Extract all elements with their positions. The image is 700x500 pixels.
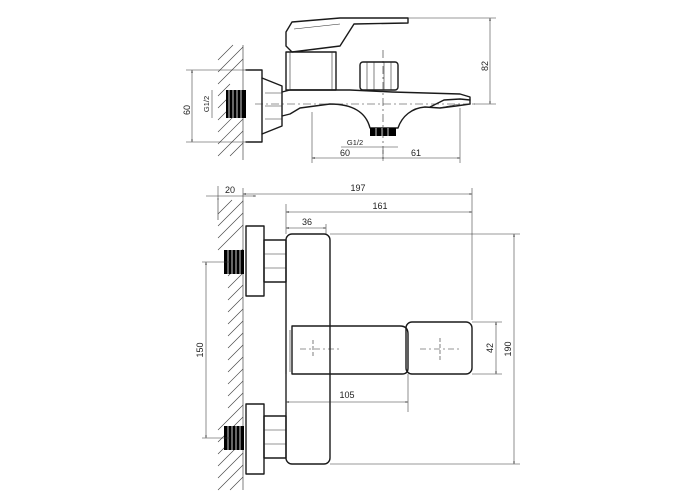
- dim-42-label: 42: [485, 343, 495, 353]
- dim-width-197: 197: [242, 183, 473, 320]
- dim-197-label: 197: [350, 183, 365, 193]
- dim-height-42: 42: [472, 321, 502, 375]
- dim-thread-left: G1/2: [202, 90, 213, 118]
- dim-190-label: 190: [503, 341, 513, 356]
- inlet-bottom-front: [224, 403, 287, 475]
- dim-150-label: 150: [195, 342, 205, 357]
- dim-161-label: 161: [372, 201, 387, 211]
- inlet-thread-side: [226, 90, 246, 118]
- handle-front: [405, 321, 473, 375]
- dim-widths-60-61: 60 61 G1/2: [311, 108, 461, 163]
- dim-60-vertical-label: 60: [182, 105, 192, 115]
- dim-width-105: 105: [285, 374, 409, 412]
- wall-hatch-top: [217, 44, 244, 160]
- dim-width-20: 20: [206, 185, 256, 200]
- dim-105-label: 105: [339, 390, 354, 400]
- spout-front: [291, 325, 409, 375]
- thread-left-label: G1/2: [202, 96, 211, 112]
- dim-height-190: 190: [330, 233, 520, 465]
- thread-bottom-label: G1/2: [347, 138, 363, 147]
- dim-width-36: 36: [286, 217, 327, 234]
- side-view: 60 G1/2 82 60 61 G1/2: [182, 17, 496, 163]
- dim-36-label: 36: [302, 217, 312, 227]
- dim-width-161: 161: [285, 201, 472, 234]
- dim-20-label: 20: [225, 185, 235, 195]
- dim-height-60: 60: [182, 69, 248, 143]
- dim-height-150: 150: [195, 261, 230, 439]
- inlet-top-front: [224, 225, 287, 297]
- dim-61-label: 61: [411, 148, 421, 158]
- dim-82-label: 82: [480, 61, 490, 71]
- dim-height-82: 82: [408, 17, 496, 105]
- dim-60-horizontal-label: 60: [340, 148, 350, 158]
- front-view: 20 197 161 36 105: [195, 183, 520, 491]
